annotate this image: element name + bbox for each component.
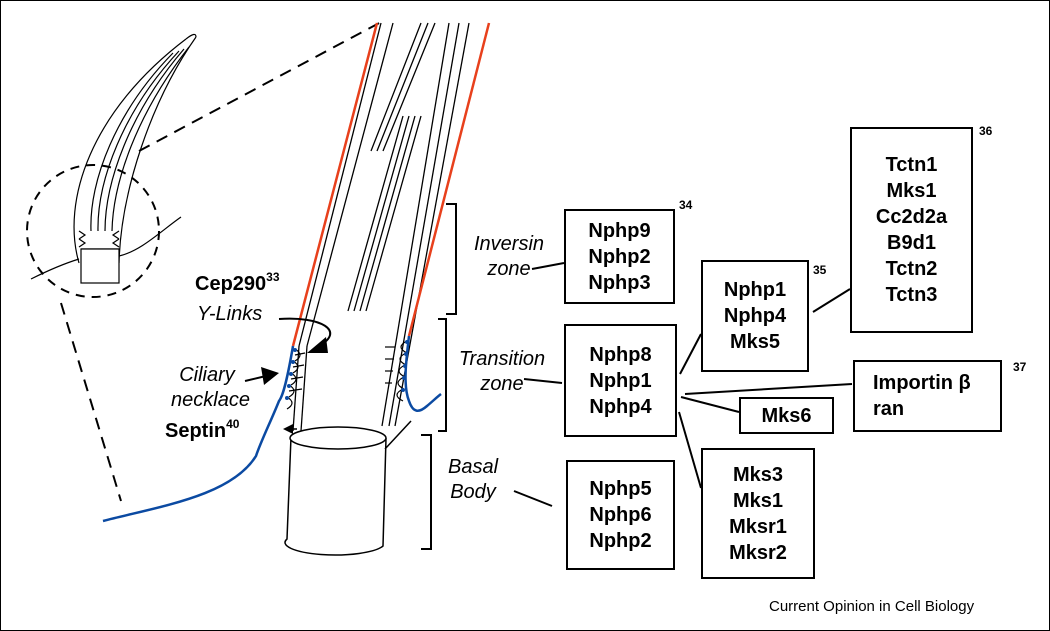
septin-label: Septin40	[165, 418, 239, 441]
plasma-membrane-left	[102, 345, 295, 523]
zoom-circle	[26, 164, 160, 298]
protein-name: Mks6	[761, 404, 812, 427]
basal-body-line-1: Basal	[447, 456, 499, 478]
connector-lines	[513, 262, 853, 507]
transition-zone-label: Transition zone	[447, 347, 557, 397]
septin-arrow-head	[283, 424, 293, 434]
protein-name: Nphp6	[589, 504, 652, 526]
necklace-arrow-shaft	[244, 375, 267, 382]
protein-name: Nphp4	[723, 305, 787, 327]
protein-name: Nphp3	[588, 271, 651, 294]
protein-name: Nphp1	[723, 279, 787, 301]
ciliary-necklace-line-2: necklace	[171, 389, 250, 411]
protein-name: Nphp5	[589, 478, 652, 500]
protein-name: Tctn2	[885, 258, 938, 280]
basal-protein-box: Nphp5 Nphp6 Nphp2	[566, 460, 675, 570]
protein-name: Cc2d2a	[875, 206, 948, 228]
transition-zone-line-1: Transition	[458, 348, 546, 370]
mks3-group-box: Mks3 Mks1 Mksr1 Mksr2	[701, 448, 815, 579]
inversin-box-ref: 34	[679, 198, 693, 212]
septin-text: Septin	[165, 420, 227, 442]
axoneme-lines	[292, 22, 470, 432]
cep290-ref: 33	[266, 270, 280, 284]
ciliary-necklace-label: Ciliary necklace	[171, 363, 250, 413]
protein-name: Importin β	[873, 372, 971, 394]
basal-body-pointer	[384, 420, 412, 450]
protein-name: Mksr2	[729, 541, 787, 564]
basal-body-line-2: Body	[450, 481, 496, 503]
necklace-dots	[285, 340, 409, 400]
mks6-box: Mks6	[739, 397, 834, 434]
protein-name: Mks5	[729, 331, 781, 353]
protein-name: Nphp8	[589, 343, 652, 366]
protein-name: Nphp2	[589, 530, 652, 552]
inversin-bracket	[446, 203, 457, 315]
zone-brackets	[421, 203, 457, 550]
protein-name: Nphp2	[588, 245, 651, 268]
protein-name: Mksr1	[729, 515, 787, 538]
zoom-line-bottom	[60, 302, 122, 502]
importin-ref: 37	[1013, 360, 1027, 374]
cep290-text: Cep290	[195, 273, 267, 295]
protein-name: Mks3	[732, 463, 784, 486]
basal-body-label: Basal Body	[433, 455, 513, 505]
ciliary-necklace-line-1: Ciliary	[179, 364, 235, 386]
ylinks-label: Y-Links	[197, 303, 263, 325]
ciliary-membrane-right	[407, 22, 491, 337]
transition-bracket	[438, 318, 447, 432]
protein-name: Nphp9	[588, 219, 651, 242]
transition-protein-box: Nphp8 Nphp1 Nphp4	[564, 324, 677, 437]
zoom-line-top	[138, 20, 384, 152]
ciliary-membrane-left	[291, 22, 379, 347]
cep290-label: Cep29033	[195, 271, 280, 294]
protein-name: Nphp4	[589, 395, 652, 418]
transition-zone-line-2: zone	[480, 373, 524, 395]
nphp1-group-ref: 35	[813, 263, 827, 277]
inversin-protein-box: Nphp9 Nphp2 Nphp3	[564, 209, 675, 304]
protein-name: Nphp1	[589, 369, 652, 392]
tctn-group-box: Tctn1 Mks1 Cc2d2a B9d1 Tctn2 Tctn3	[850, 127, 973, 333]
inversin-zone-label: Inversin zone	[464, 232, 554, 282]
protein-name: B9d1	[887, 232, 936, 254]
ylinks-arrow-head	[307, 337, 328, 353]
inversin-zone-line-1: Inversin	[473, 233, 545, 255]
journal-credit: Current Opinion in Cell Biology	[769, 598, 975, 615]
overview-cilium	[30, 33, 197, 284]
necklace-arrow-head	[261, 367, 279, 385]
protein-name: Tctn1	[885, 154, 938, 176]
importin-box: Importin β ran	[853, 360, 1002, 432]
septin-ref: 40	[226, 417, 240, 431]
ciliary-necklace-beads	[286, 340, 408, 410]
protein-name: ran	[873, 398, 905, 420]
basal-body-cylinder	[284, 426, 387, 556]
inversin-zone-line-2: zone	[487, 258, 531, 280]
nphp1-group-box: Nphp1 Nphp4 Mks5	[701, 260, 809, 372]
tctn-group-ref: 36	[979, 124, 993, 138]
protein-name: Mks1	[732, 489, 784, 512]
plasma-membrane-right	[404, 335, 442, 412]
basal-bracket	[421, 434, 432, 550]
protein-name: Mks1	[886, 180, 937, 202]
protein-name: Tctn3	[885, 284, 938, 306]
